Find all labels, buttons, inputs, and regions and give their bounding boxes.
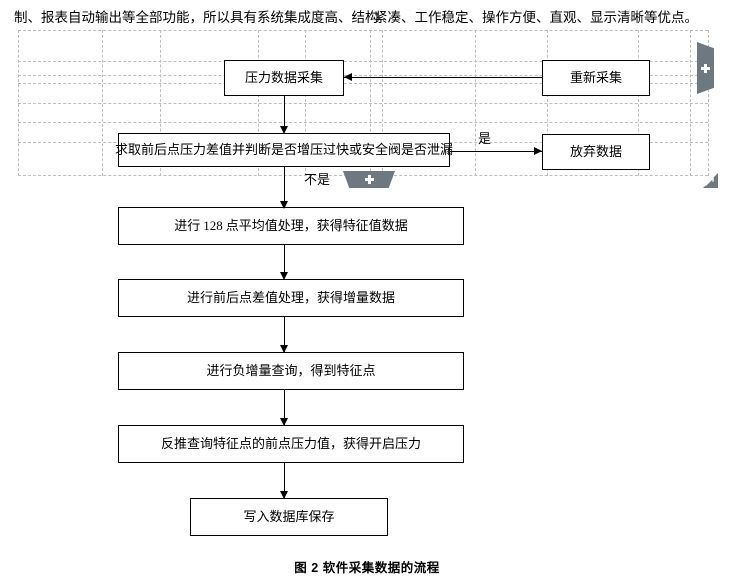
flow-node-reacquire[interactable]: 重新采集 xyxy=(542,60,650,96)
flow-node-decision-pressure-diff[interactable]: 求取前后点压力差值并判断是否增压过快或安全阀是否泄漏 xyxy=(115,133,454,167)
connector-average-to-difference xyxy=(284,245,285,280)
page-header-text: 制、报表自动输出等全部功能，所以具有系统集成度高、结构 紧凑、工作稳定、操作方便… xyxy=(0,8,734,30)
grid-column-line xyxy=(102,30,103,176)
flow-node-label-post: 点平均值处理，获得特征值数据 xyxy=(225,218,408,234)
table-resize-handle[interactable] xyxy=(703,173,718,188)
connector-negquery-to-backtrack xyxy=(284,390,285,426)
flow-node-label-pre: 进行 xyxy=(174,218,201,234)
grid-column-line xyxy=(18,30,19,176)
flow-node-save-to-database[interactable]: 写入数据库保存 xyxy=(190,498,388,536)
flow-node-discard-data[interactable]: 放弃数据 xyxy=(542,134,650,170)
flow-node-label: 反推查询特征点的前点压力值，获得开启压力 xyxy=(160,436,421,452)
flow-node-label: 放弃数据 xyxy=(569,144,622,160)
add-column-button[interactable] xyxy=(697,42,714,94)
connector-decision-to-discard xyxy=(450,151,542,152)
flow-node-label: 重新采集 xyxy=(569,70,622,86)
arrowhead-down xyxy=(279,418,288,426)
plus-icon xyxy=(701,63,710,73)
plus-icon xyxy=(364,175,374,184)
header-text-left-column: 制、报表自动输出等全部功能，所以具有系统集成度高、结构 xyxy=(14,10,379,25)
arrowhead-down xyxy=(279,345,288,353)
arrowhead-down xyxy=(279,126,288,134)
flow-node-label: 进行负增量查询，得到特征点 xyxy=(206,363,376,379)
connector-acquire-to-decision xyxy=(284,96,285,132)
edge-label-no: 不是 xyxy=(304,172,331,187)
flow-node-pressure-acquire[interactable]: 压力数据采集 xyxy=(224,60,344,96)
flow-node-label: 进行前后点差值处理，获得增量数据 xyxy=(186,290,395,306)
arrowhead-down xyxy=(279,272,288,280)
flow-node-label: 求取前后点压力差值并判断是否增压过快或安全阀是否泄漏 xyxy=(115,142,454,158)
connector-backtrack-to-save xyxy=(284,463,285,499)
figure-caption: 图 2 软件采集数据的流程 xyxy=(294,561,440,575)
flow-node-label: 压力数据采集 xyxy=(244,70,323,86)
arrowhead-down xyxy=(279,201,288,209)
arrowhead-left xyxy=(344,73,352,81)
grid-row-line xyxy=(18,103,708,104)
flow-node-average-128[interactable]: 进行 128 点平均值处理，获得特征值数据 xyxy=(118,207,464,245)
header-text-right-column: 紧凑、工作稳定、操作方便、直观、显示清晰等优点。 xyxy=(374,10,698,25)
grid-row-line xyxy=(18,122,708,123)
connector-difference-to-negquery xyxy=(284,317,285,353)
grid-column-line xyxy=(690,30,691,176)
add-row-button[interactable] xyxy=(343,171,395,188)
grid-column-line xyxy=(475,30,476,176)
flow-node-label-number: 128 xyxy=(203,218,223,234)
grid-row-line xyxy=(18,30,708,31)
flow-node-backtrack-opening-pressure[interactable]: 反推查询特征点的前点压力值，获得开启压力 xyxy=(118,425,464,463)
arrowhead-right xyxy=(534,147,542,155)
connector-decision-to-average xyxy=(284,167,285,207)
resize-grip-icon xyxy=(703,173,718,188)
flow-node-negative-increment-query[interactable]: 进行负增量查询，得到特征点 xyxy=(118,352,464,390)
arrowhead-down xyxy=(279,491,288,499)
edge-label-yes: 是 xyxy=(478,131,492,146)
flow-node-difference-increment[interactable]: 进行前后点差值处理，获得增量数据 xyxy=(118,279,464,317)
flow-node-label: 写入数据库保存 xyxy=(243,509,335,525)
connector-reacquire-to-acquire xyxy=(344,77,542,78)
